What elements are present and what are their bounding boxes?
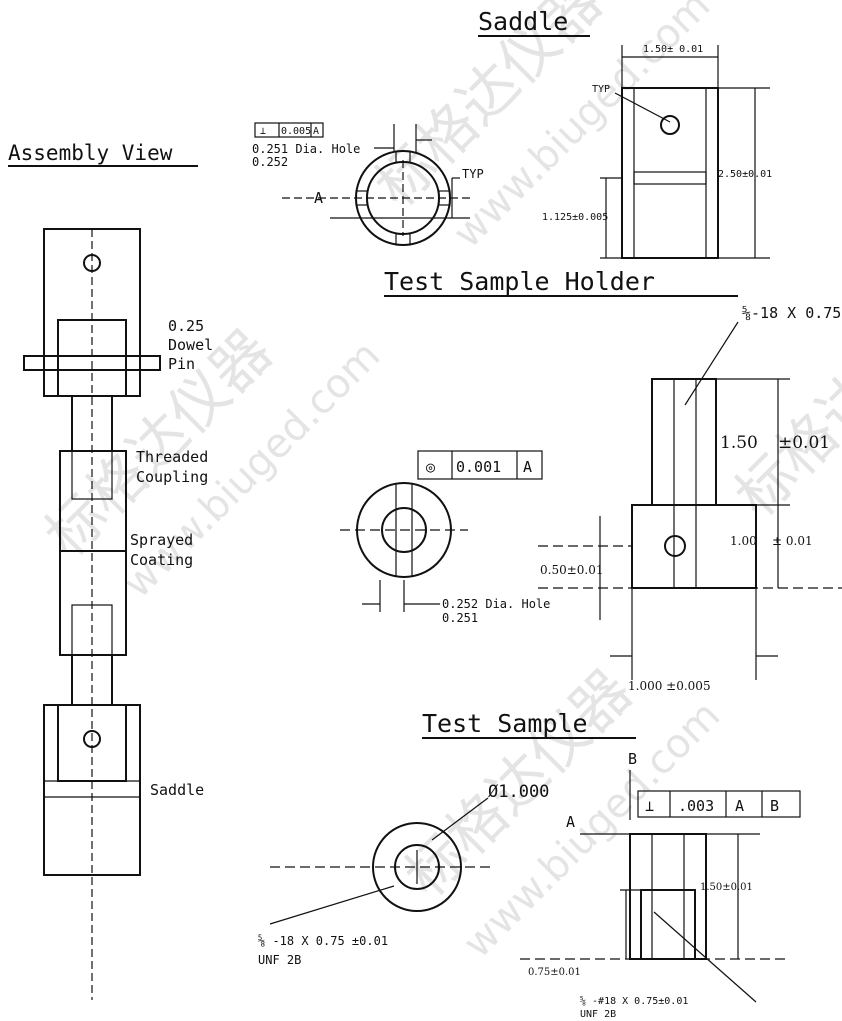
- holder-gdt-value: 0.001: [456, 458, 501, 476]
- holder-dim-width: 1.000 ±0.005: [628, 679, 711, 693]
- test-sample-holder-section: Test Sample Holder ⅝-18 X 0.75 ◎ 0.001 A…: [340, 267, 842, 693]
- sample-gdt-symbol: ⊥: [645, 797, 654, 815]
- assembly-coating-label-1: Sprayed: [130, 531, 193, 549]
- holder-thread-label: ⅝-18 X 0.75: [742, 304, 841, 322]
- saddle-pin-hole: [660, 115, 680, 135]
- saddle-hole-label: 0.251 Dia. Hole: [252, 142, 360, 156]
- holder-pin-hole: [664, 535, 686, 557]
- sample-gdt-datum-1: A: [735, 797, 744, 815]
- sample-end-view-outer: [372, 822, 462, 912]
- saddle-section: Saddle ⊥ 0.005 A 0.251 Dia. Hole 0.252 A…: [252, 7, 772, 259]
- sample-datum-a: A: [566, 813, 575, 831]
- assembly-dowel-label-1: 0.25: [168, 317, 204, 335]
- saddle-dim-width: 1.50± 0.01: [643, 44, 703, 55]
- holder-gdt-datum: A: [523, 458, 532, 476]
- holder-gdt-symbol: ◎: [426, 458, 435, 476]
- assembly-coupling-label-1: Threaded: [136, 448, 208, 466]
- saddle-hole-label-2: 0.252: [252, 155, 288, 169]
- assembly-coating-label-2: Coating: [130, 551, 193, 569]
- saddle-gdt-datum: A: [313, 126, 319, 137]
- holder-dim-hole-pos: 0.50±0.01: [540, 563, 604, 577]
- assembly-view: Assembly View 0.25 Dowel Pin Threaded Co…: [8, 141, 213, 1000]
- holder-upper-body: [651, 378, 717, 506]
- holder-end-view-inner: [381, 507, 427, 553]
- saddle-datum-label: A: [314, 189, 323, 207]
- assembly-saddle-label: Saddle: [150, 781, 204, 799]
- holder-dim-upper: 1.50: [720, 433, 758, 453]
- sample-diameter: Ø1.000: [488, 782, 549, 802]
- holder-gdt-frame: [417, 450, 543, 480]
- holder-dim-upper-tol: ±0.01: [778, 433, 830, 453]
- saddle-gdt-value: 0.005: [281, 126, 311, 137]
- holder-dim-lower: 1.00: [730, 534, 757, 548]
- saddle-typ-left: TYP: [462, 167, 484, 181]
- test-sample-section: Test Sample B Ø1.000 ⊥ .003 A B A 1.50±0…: [258, 709, 801, 1020]
- assembly-view-title: Assembly View: [8, 141, 173, 165]
- assembly-dowel-label-3: Pin: [168, 355, 195, 373]
- assembly-coupling-label-2: Coupling: [136, 468, 208, 486]
- saddle-gdt-frame: [254, 122, 324, 138]
- saddle-title: Saddle: [478, 7, 568, 36]
- saddle-body: [621, 87, 719, 259]
- assembly-dowel-label-2: Dowel: [168, 336, 213, 354]
- saddle-gdt-symbol: ⊥: [260, 126, 266, 137]
- saddle-dim-lower: 1.125±0.005: [542, 212, 608, 223]
- sample-title: Test Sample: [422, 709, 588, 738]
- saddle-typ-top: TYP: [592, 84, 610, 95]
- sample-dim-height: 1.50±0.01: [700, 882, 753, 893]
- holder-hole-label: 0.252 Dia. Hole: [442, 597, 550, 611]
- sample-datum-b: B: [628, 750, 637, 768]
- holder-hole-label-2: 0.251: [442, 611, 478, 625]
- sample-thread-right-1: ⅝ -#18 X 0.75±0.01: [580, 995, 688, 1007]
- sample-gdt-value: .003: [678, 797, 714, 815]
- assembly-dowel-pin: [23, 355, 161, 371]
- saddle-dim-height: 2.50±0.01: [718, 169, 772, 180]
- sample-thread-left-2: UNF 2B: [258, 953, 301, 967]
- sample-dim-depth: 0.75±0.01: [528, 967, 581, 978]
- sample-gdt-frame: [637, 790, 801, 818]
- holder-title: Test Sample Holder: [384, 267, 655, 296]
- sample-gdt-datum-2: B: [770, 797, 779, 815]
- holder-dim-lower-tol: ± 0.01: [772, 534, 813, 548]
- sample-threaded-bore: [640, 889, 696, 960]
- sample-thread-left-1: ⅝ -18 X 0.75 ±0.01: [258, 934, 388, 948]
- sample-thread-right-2: UNF 2B: [580, 1009, 616, 1020]
